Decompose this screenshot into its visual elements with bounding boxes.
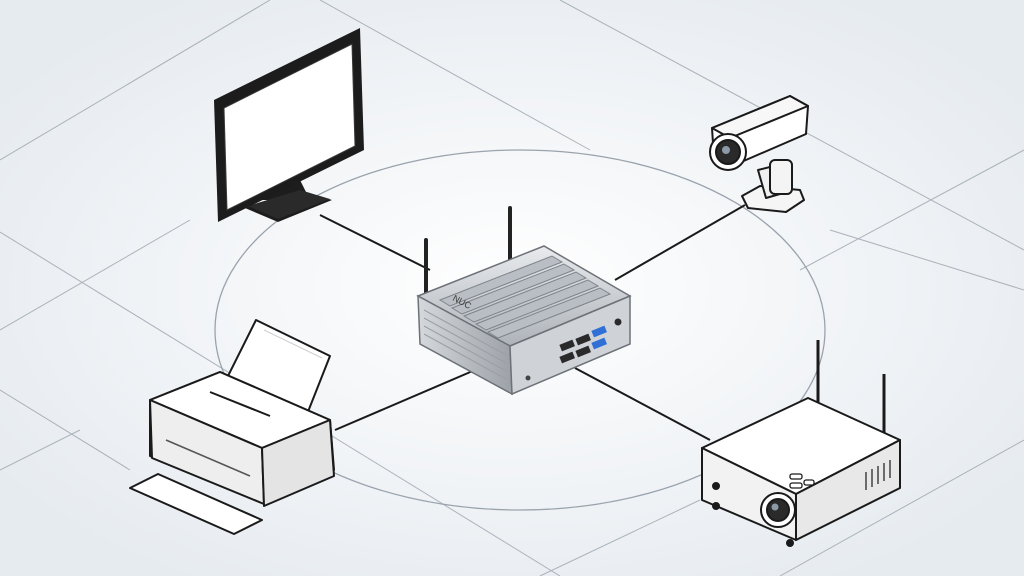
connection-lines: [319, 204, 746, 441]
link-camera: [614, 204, 746, 281]
mini-pc-icon: NUC: [416, 206, 632, 396]
monitor-icon: [214, 28, 364, 222]
network-ring: [214, 149, 826, 511]
link-monitor: [319, 214, 431, 271]
camera-icon: [709, 95, 809, 213]
link-printer: [334, 369, 476, 431]
link-projector: [574, 367, 711, 441]
projector-icon: [701, 340, 901, 547]
printer-icon: [129, 319, 335, 535]
